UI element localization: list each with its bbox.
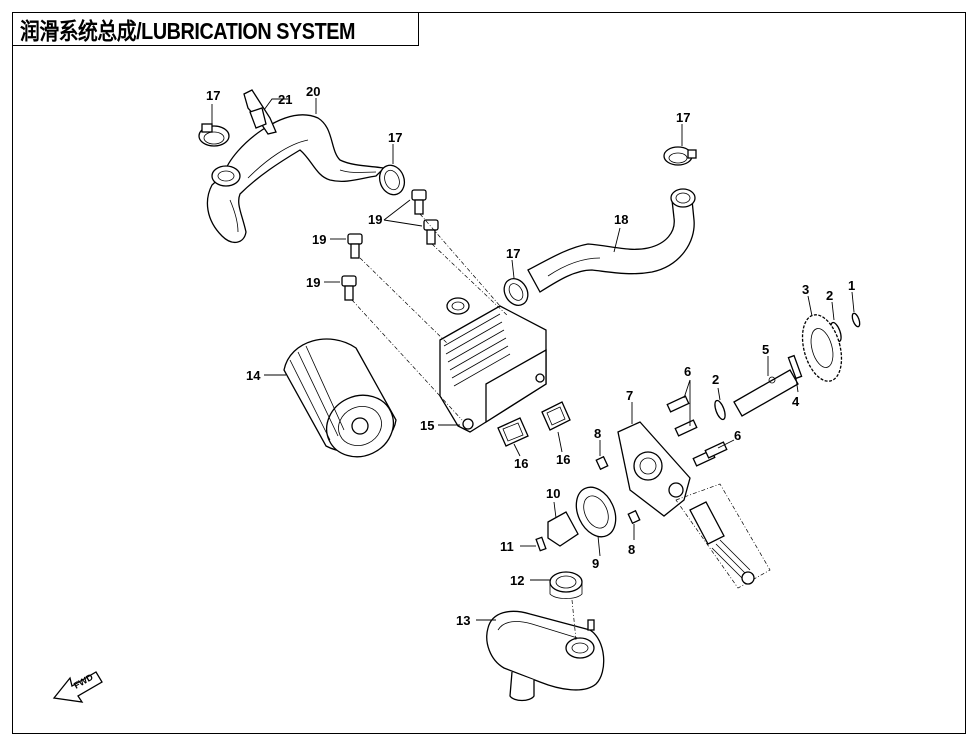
assembly-lines [351,213,577,641]
washer-2-b [714,399,726,421]
callout-17: 17 [676,110,690,125]
rotor-9 [575,486,617,538]
callout-3: 3 [802,282,809,297]
callout-16: 16 [514,456,528,471]
clip-21 [243,89,277,135]
callout-7: 7 [626,388,633,403]
oil-cooler-15 [439,297,547,433]
pin-4 [787,354,803,380]
hose-20 [206,114,386,243]
page-title: 润滑系统总成/LUBRICATION SYSTEM [20,17,356,44]
oil-strainer-13 [486,610,605,702]
clamp-17-c [663,146,697,166]
rotor-10 [547,511,579,547]
strainer-ring-12 [549,571,583,599]
callout-17: 17 [506,246,520,261]
callout-18: 18 [614,212,628,227]
bolt-19-a [411,189,427,215]
callout-4: 4 [792,394,800,409]
bolt-6-d [704,441,728,459]
callout-10: 10 [546,486,560,501]
bolt-6-b [674,419,698,437]
oil-filter-14 [283,338,397,458]
bolt-19-d [341,275,357,301]
callout-2: 2 [826,288,833,303]
callout-16: 16 [556,452,570,467]
callout-13: 13 [456,613,470,628]
callout-1: 1 [848,278,855,293]
bolt-6-a [666,395,690,413]
callout-19: 19 [368,212,382,227]
dowel-pin-8-b [627,509,641,525]
shaft-5 [733,369,799,417]
clamp-17-b [378,164,406,196]
fwd-arrow-icon: FWD [52,671,103,703]
callout-20: 20 [306,84,320,99]
dowel-pin-8-a [595,455,609,471]
callout-17: 17 [206,88,220,103]
bolt-19-b [423,219,439,245]
callout-11: 11 [500,539,514,554]
clamp-17-d [503,278,529,306]
callout-5: 5 [762,342,769,357]
clamp-17-a [198,123,230,147]
diagram-frame [12,12,966,734]
pin-11 [535,536,547,552]
hose-18 [527,188,696,293]
callout-19: 19 [312,232,326,247]
circlip-1 [851,312,861,328]
gear-3 [801,314,843,382]
callout-12: 12 [510,573,524,588]
gasket-16-b [541,401,571,431]
callout-15: 15 [420,418,434,433]
callout-6: 6 [684,364,691,379]
title-box: 润滑系统总成/LUBRICATION SYSTEM [12,12,419,46]
relief-valve-assembly [675,483,771,589]
callout-17: 17 [388,130,402,145]
callout-8: 8 [594,426,601,441]
callout-8: 8 [628,542,635,557]
callout-19: 19 [306,275,320,290]
callout-6: 6 [734,428,741,443]
part-callouts: 17 21 20 17 19 19 19 17 18 17 1 2 3 5 4 … [206,84,855,628]
callout-14: 14 [246,368,261,383]
gasket-16-a [497,417,529,447]
bolt-19-c [347,233,363,259]
leader-lines [211,98,855,621]
callout-21: 21 [278,92,292,107]
callout-2: 2 [712,372,719,387]
oil-pump-body-7 [617,421,691,517]
callout-9: 9 [592,556,599,571]
